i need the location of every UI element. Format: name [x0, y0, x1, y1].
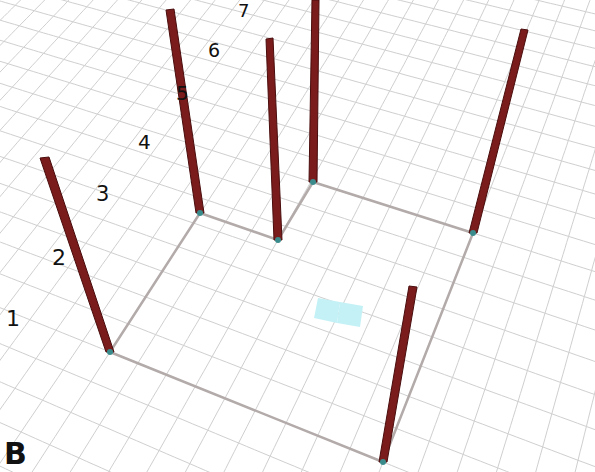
grid-line	[0, 0, 359, 472]
grid-line	[0, 399, 595, 472]
column	[266, 38, 282, 240]
column	[40, 157, 114, 352]
panel-letter: B	[4, 439, 27, 469]
grid-line	[0, 0, 321, 472]
grid-line	[0, 341, 595, 472]
column-base	[197, 210, 203, 216]
column-base	[107, 349, 113, 355]
grid-line	[136, 0, 595, 34]
grid-line	[0, 114, 595, 464]
axis-number: 3	[96, 184, 109, 205]
column-base	[310, 179, 316, 185]
grid-line	[0, 0, 595, 256]
grid-line	[0, 0, 478, 472]
grid-line	[0, 0, 340, 472]
grid-line	[588, 0, 595, 472]
grid-line	[0, 30, 595, 309]
axis-number: 6	[208, 41, 220, 60]
column	[166, 9, 204, 213]
grid-line	[0, 0, 378, 472]
grid-line	[0, 430, 595, 472]
grid-line	[86, 0, 584, 472]
columns	[40, 0, 528, 462]
grid-line	[0, 314, 595, 472]
grid-line	[0, 0, 147, 472]
grid-line	[147, 0, 595, 18]
column-base	[470, 230, 476, 236]
grid-line	[0, 15, 595, 282]
grid-line	[0, 133, 595, 472]
grid-line	[0, 79, 595, 398]
column-base	[380, 459, 386, 465]
grid-line	[0, 0, 231, 472]
column	[309, 0, 319, 182]
axis-number: 7	[238, 2, 249, 20]
grid-line	[0, 0, 398, 472]
grid-line	[0, 0, 541, 472]
grid-line	[0, 173, 595, 472]
axis-number: 1	[6, 308, 20, 330]
grid-line	[0, 96, 595, 430]
grid-line	[0, 0, 417, 472]
grid-line	[288, 0, 595, 472]
grid-line	[0, 239, 595, 472]
grid-line	[0, 194, 595, 472]
grid-line	[0, 288, 595, 472]
axis-number: 4	[138, 132, 151, 152]
grid-line	[0, 216, 595, 472]
column-bases	[107, 179, 476, 465]
grid-line	[523, 0, 595, 472]
axis-number: 5	[176, 83, 189, 103]
axis-number: 2	[52, 247, 66, 269]
grid-line	[235, 0, 595, 472]
grid-line	[0, 153, 595, 472]
grid-line	[344, 0, 595, 472]
footprint-outline	[110, 182, 473, 462]
grid-line	[0, 0, 520, 472]
column-base	[275, 237, 281, 243]
column	[469, 29, 528, 233]
grid-line	[0, 0, 249, 472]
highlight-cell	[337, 302, 363, 327]
column	[379, 286, 417, 462]
grid-line	[0, 0, 285, 472]
grid-line	[0, 0, 499, 472]
grid-line	[134, 0, 595, 472]
highlight-cell	[314, 298, 340, 323]
